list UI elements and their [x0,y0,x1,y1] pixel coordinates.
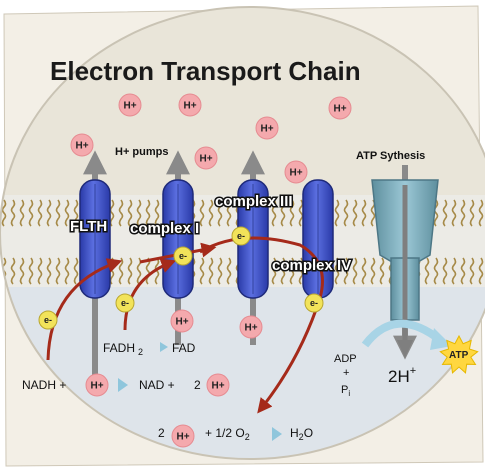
nadh-reaction: NADH + NAD + 2 [22,378,201,392]
h-ion-label: H+ [175,317,188,328]
water-arrow [272,427,282,441]
adp-to-atp-arrow [361,319,443,348]
electron-path-nadh [46,258,123,361]
nad-coef: 2 [194,378,201,392]
h-ion-label: H+ [183,101,196,112]
electron: e- [231,226,251,246]
h-ion: H+ [194,146,218,170]
adp-pi: ADP + Pi [334,353,357,398]
half-o2-label: + 1/2 O2 [205,426,250,442]
h-ions: H+ H+ H+ H+ H+ H+ H+ H+ H+ H+ H+ H+ [70,93,352,448]
adp-label: ADP [334,353,357,365]
diagram-title: Electron Transport Chain [50,56,361,86]
h-ion: H+ [255,116,279,140]
h-ion: H+ [70,133,94,157]
h-ion-label: H+ [260,124,273,135]
atp-synthesis-label: ATP Sythesis [356,150,425,162]
complex-3-label: complex III [215,193,293,210]
flth-label: FLTH [70,218,107,235]
electron-label: e- [310,298,318,308]
electron-label: e- [121,298,129,308]
fad-label: FAD [172,341,196,355]
h-ion: H+ [118,93,142,117]
electron-label: e- [237,231,245,241]
h-ion-label: H+ [75,141,88,152]
h-ion-label: H+ [289,168,302,179]
h-ion: H+ [284,160,308,184]
h-ion-label: H+ [123,101,136,112]
complex-4-label: complex IV [272,257,351,274]
atp-synthase [371,179,439,358]
pi-label: Pi [341,384,350,398]
electrons: e-e-e-e-e- [38,226,324,330]
electron-label: e- [179,251,187,261]
electron: e- [115,293,135,313]
water-label: H2O [290,426,313,442]
h-ion: H+ [239,315,263,339]
nadh-arrow [118,378,128,392]
electron: e- [38,310,58,330]
water-coef: 2 [158,426,165,440]
atp-label: ATP [449,350,469,361]
h-ion-label: H+ [333,104,346,115]
h-ion-label: H+ [199,154,212,165]
two-h-label: 2H+ [388,365,416,386]
h-ion: H+ [171,424,195,448]
h-ion: H+ [170,309,194,333]
h-ion-label: H+ [211,381,224,392]
water-reaction: 2 + 1/2 O2 H2O [158,426,313,442]
h-ion: H+ [328,96,352,120]
h-ion: H+ [178,93,202,117]
mitochondrion-outline [0,6,485,460]
h-ion: H+ [206,373,230,397]
atp-product: ATP [439,334,479,374]
electron: e- [304,293,324,313]
atp-star [439,334,479,374]
adp-plus: + [343,367,349,379]
h-ion-label: H+ [244,323,257,334]
h-pumps-label: H+ pumps [115,146,168,158]
electron: e- [173,246,193,266]
h-ion-label: H+ [90,381,103,392]
fadh2-arrow [160,342,168,352]
nad-label: NAD + [139,378,175,392]
electron-path-fadh [123,258,177,331]
nadh-label: NADH + [22,378,66,392]
electron-label: e- [44,315,52,325]
h-ion: H+ [85,373,109,397]
h-ion-label: H+ [176,432,189,443]
complex-1-label: complex I [130,220,199,237]
